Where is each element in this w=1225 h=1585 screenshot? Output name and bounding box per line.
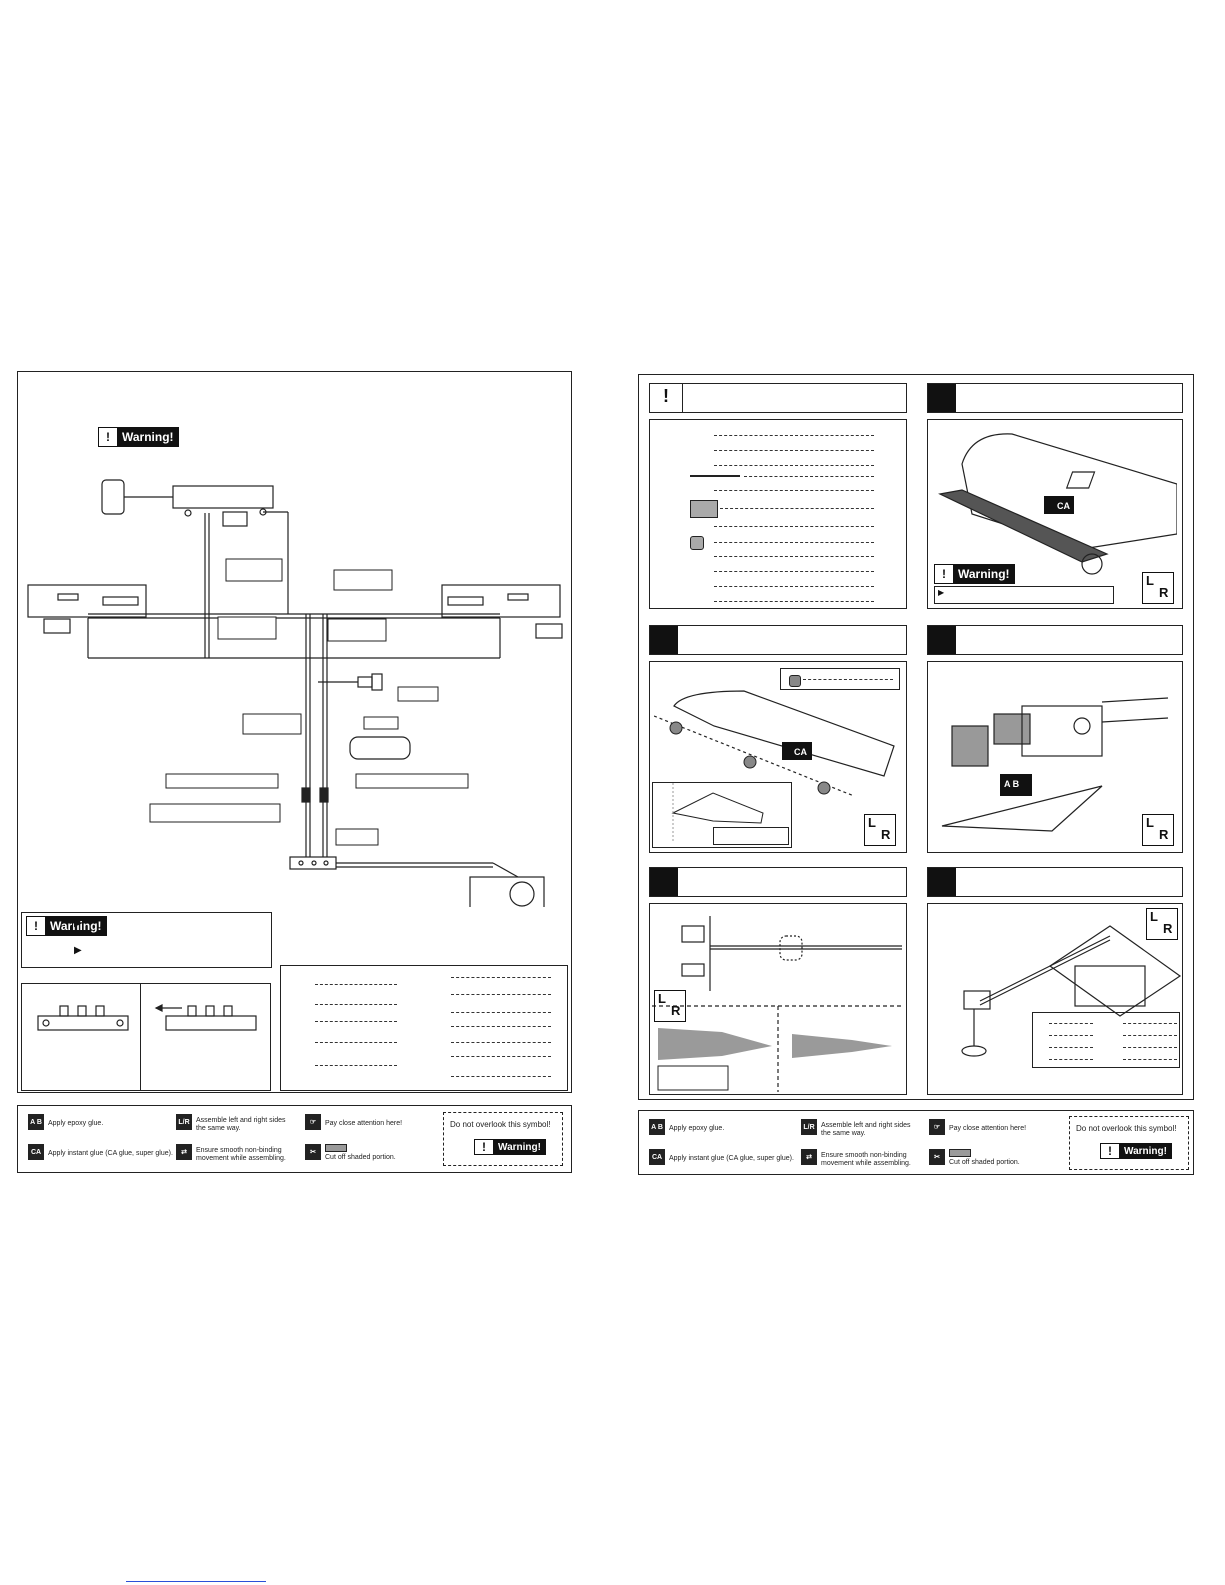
arrow-bullet-icon: ▶	[74, 945, 82, 956]
hinge-part-callout	[780, 668, 900, 690]
warning-badge-top: ! Warning!	[98, 427, 179, 447]
bracket-diagram-b	[154, 1004, 257, 1031]
left-right-icon: L R	[654, 990, 686, 1022]
ca-glue-icon: CA	[1057, 501, 1070, 511]
shaded-swatch	[949, 1149, 971, 1157]
epoxy-icon: A B	[28, 1114, 44, 1130]
pushrod-cut-diagram	[652, 916, 902, 1092]
aileron-diagram: CA	[654, 690, 895, 797]
smooth-movement-icon: ⇄	[801, 1149, 817, 1165]
smooth-movement-icon: ⇄	[176, 1144, 192, 1160]
hardware-parts-list	[1032, 1012, 1180, 1068]
warning-triangle-icon: !	[27, 917, 46, 935]
step-header-5	[649, 867, 907, 897]
step-panel-6: L R	[927, 903, 1183, 1095]
overlook-box: Do not overlook this symbol! ! Warning!	[443, 1112, 563, 1166]
left-page: ! Warning!	[17, 371, 572, 1093]
parts-list-right	[649, 419, 907, 609]
ca-glue-icon: CA	[28, 1144, 44, 1160]
warning-badge-legend: ! Warning!	[1100, 1143, 1172, 1159]
right-page: ! CA !	[638, 374, 1194, 1100]
warning-triangle-icon: !	[99, 428, 118, 446]
legend-attention: Pay close attention here!	[949, 1125, 1027, 1132]
linkage-diagram	[27, 479, 563, 907]
warning-badge-note: ! Warning!	[26, 916, 107, 936]
legend-lr: Assemble left and right sides the same w…	[196, 1117, 286, 1132]
overlook-text: Do not overlook this symbol!	[450, 1120, 551, 1129]
warning-triangle-icon: !	[663, 386, 669, 406]
step-panel-5: L R	[649, 903, 907, 1095]
legend-epoxy: Apply epoxy glue.	[669, 1125, 725, 1132]
warning-text: Warning!	[46, 917, 106, 935]
divider	[140, 984, 141, 1090]
step-header-3	[649, 625, 907, 655]
legend-ca: Apply instant glue (CA glue, super glue)…	[669, 1155, 794, 1162]
ca-glue-icon: CA	[649, 1149, 665, 1165]
shaded-swatch	[325, 1144, 347, 1152]
left-right-icon: L R	[1142, 814, 1174, 846]
arrow-bullet-icon: ▶	[74, 918, 82, 929]
warning-triangle-icon: !	[935, 565, 954, 583]
legend-strip-left: A B Apply epoxy glue. CA Apply instant g…	[17, 1105, 572, 1173]
legend-smooth: Ensure smooth non-binding movement while…	[196, 1147, 286, 1162]
svg-text:A B: A B	[1004, 779, 1020, 789]
hinge-detail-inset	[652, 782, 792, 848]
link-underline	[126, 1581, 266, 1582]
cut-icon: ✂	[929, 1149, 945, 1165]
left-right-icon: L/R	[801, 1119, 817, 1135]
legend-strip-right: A B Apply epoxy glue. CA Apply instant g…	[638, 1110, 1194, 1175]
warning-note-box: ! Warning! ▶ ▶	[21, 912, 272, 968]
step-panel-2: CA ! Warning! ▶ L R	[927, 419, 1183, 609]
step-header-4	[927, 625, 1183, 655]
legend-ca: Apply instant glue (CA glue, super glue)…	[48, 1150, 173, 1157]
pointing-hand-icon: ☞	[305, 1114, 321, 1130]
step-panel-3: CA L R	[649, 661, 907, 853]
warning-text: Warning!	[118, 428, 178, 446]
svg-text:CA: CA	[794, 747, 807, 757]
overlook-text: Do not overlook this symbol!	[1076, 1124, 1177, 1133]
warning-triangle-icon: !	[1101, 1144, 1120, 1158]
servo-mount-diagram: A B	[941, 697, 1169, 832]
legend-epoxy: Apply epoxy glue.	[48, 1120, 104, 1127]
parts-header: !	[649, 383, 907, 413]
header-divider	[682, 384, 683, 412]
step-number-block	[928, 868, 956, 896]
bracket-diagram-a	[37, 1005, 129, 1031]
arrow-bullet-icon: ▶	[938, 588, 945, 597]
warning-text: Warning!	[1120, 1144, 1171, 1158]
step-header-6	[927, 867, 1183, 897]
left-right-icon: L R	[1146, 908, 1178, 940]
left-right-icon: L R	[1142, 572, 1174, 604]
epoxy-icon: A B	[649, 1119, 665, 1135]
warning-text: Warning!	[494, 1140, 545, 1154]
step-number-block	[650, 626, 678, 654]
step-number-block	[650, 868, 678, 896]
pointing-hand-icon: ☞	[929, 1119, 945, 1135]
step-number-block	[928, 384, 956, 412]
legend-cut: Cut off shaded portion.	[949, 1159, 1020, 1166]
warning-badge-step2: ! Warning!	[934, 564, 1015, 584]
parts-list-left	[280, 965, 568, 1091]
legend-smooth: Ensure smooth non-binding movement while…	[821, 1152, 911, 1167]
hinge-diagram: CA	[938, 433, 1177, 575]
cut-icon: ✂	[305, 1144, 321, 1160]
legend-lr: Assemble left and right sides the same w…	[821, 1122, 911, 1137]
warning-triangle-icon: !	[475, 1140, 494, 1154]
legend-attention: Pay close attention here!	[325, 1120, 403, 1127]
step-header-2	[927, 383, 1183, 413]
warning-badge-legend: ! Warning!	[474, 1139, 546, 1155]
overlook-box: Do not overlook this symbol! ! Warning!	[1069, 1116, 1189, 1170]
bracket-detail-box	[21, 983, 271, 1091]
linkage-detail-diagram	[961, 925, 1182, 1057]
warning-note-bar: ▶	[934, 586, 1114, 604]
step-panel-4: A B L R	[927, 661, 1183, 853]
step-number-block	[928, 626, 956, 654]
legend-cut: Cut off shaded portion.	[325, 1154, 396, 1161]
left-right-icon: L R	[864, 814, 896, 846]
warning-text: Warning!	[954, 565, 1014, 583]
left-right-icon: L/R	[176, 1114, 192, 1130]
